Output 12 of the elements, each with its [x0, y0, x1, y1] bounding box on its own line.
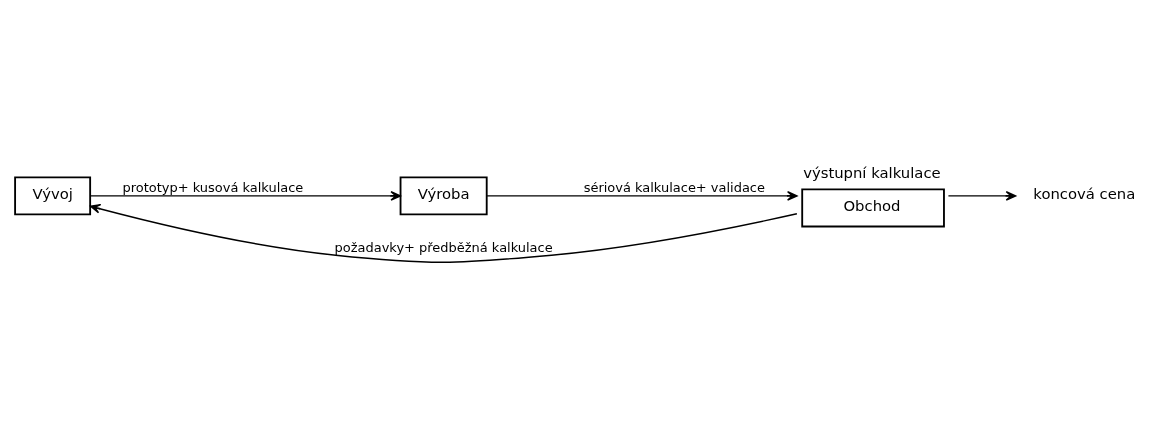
- node-box: Obchod: [801, 188, 945, 228]
- arrow: [947, 191, 1017, 201]
- arrow: [89, 203, 798, 263]
- arrow: [486, 191, 798, 201]
- edge-label: požadavky+ předběžná kalkulace: [334, 239, 553, 255]
- edge-label: prototyp+ kusová kalkulace: [122, 180, 304, 196]
- node-text: koncová cena: [1033, 185, 1136, 203]
- edge-label: sériová kalkulace+ validace: [583, 180, 765, 196]
- node-box: Výroba: [399, 176, 488, 216]
- node-box: Vývoj: [14, 176, 92, 216]
- node-label: výstupní kalkulace: [803, 164, 941, 182]
- arrow: [89, 191, 402, 201]
